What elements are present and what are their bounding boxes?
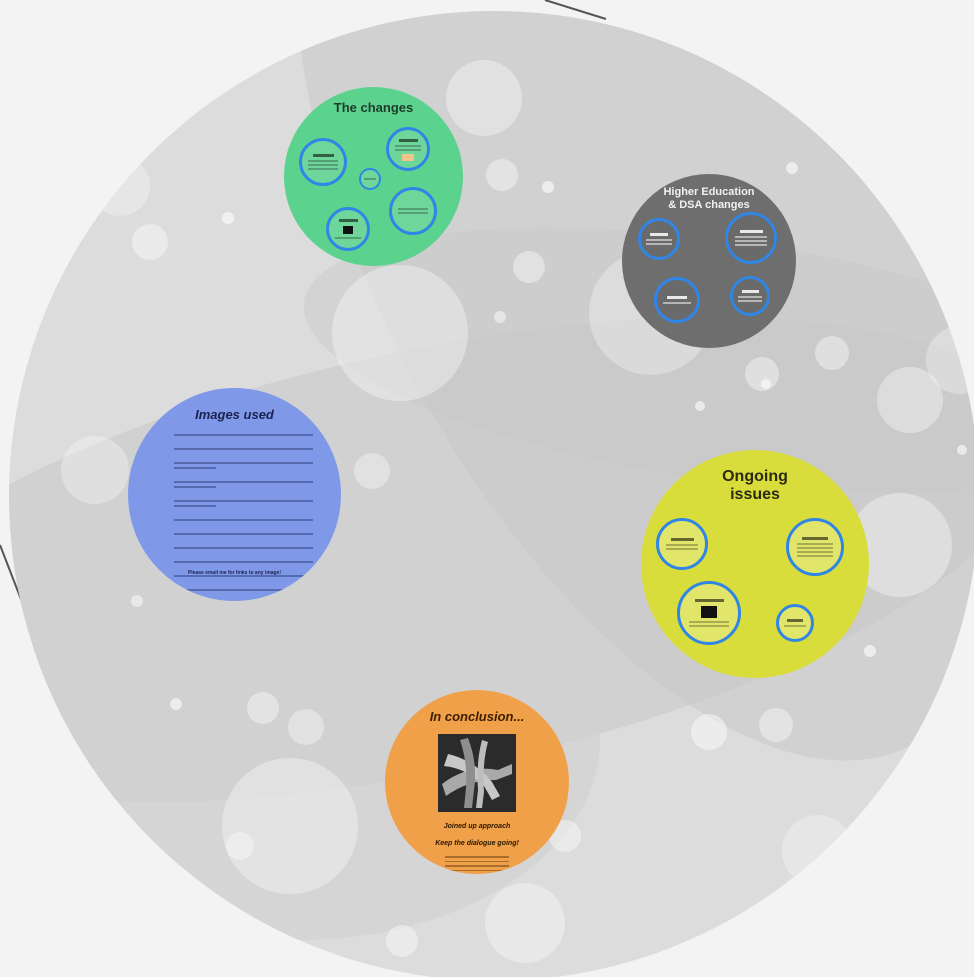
subframe[interactable] [638, 218, 680, 260]
topic-title-line1: Ongoing [722, 468, 788, 485]
topic-images-used[interactable]: Images used Please email me for links to… [128, 388, 341, 601]
topic-title: Images used [195, 407, 274, 422]
subframe[interactable] [725, 212, 777, 264]
subframe[interactable] [386, 127, 430, 171]
subframe[interactable] [656, 518, 708, 570]
topic-higher-education-dsa[interactable]: Higher Education & DSA changes [622, 174, 796, 348]
topic-title: The changes [333, 100, 414, 115]
tagline-joined-up: Joined up approach [443, 823, 511, 830]
subframe[interactable] [359, 168, 381, 190]
small-text-block [445, 853, 509, 874]
topic-title: Higher Education & DSA changes [622, 186, 796, 211]
subframe[interactable] [326, 207, 370, 251]
topic-title: In conclusion... [429, 709, 525, 724]
image-reference-list [174, 434, 313, 601]
subframe[interactable] [389, 187, 437, 235]
subframe[interactable] [730, 276, 770, 316]
topic-in-conclusion[interactable]: In conclusion... Joined up approach Keep… [385, 690, 569, 874]
subframe[interactable] [677, 581, 741, 645]
topic-title-line2: & DSA changes [668, 198, 750, 211]
topic-title-line1: Higher Education [663, 186, 755, 198]
subframe[interactable] [654, 277, 700, 323]
linked-arms-photo [438, 734, 516, 812]
email-note: Please email me for links to any image! [187, 570, 282, 576]
topic-the-changes[interactable]: The changes [284, 87, 463, 266]
subframe[interactable] [776, 604, 814, 642]
tagline-dialogue: Keep the dialogue going! [435, 840, 519, 847]
subframe[interactable] [299, 138, 347, 186]
topic-title: Ongoing issues [641, 468, 869, 505]
path-connector [544, 0, 607, 20]
topic-ongoing-issues[interactable]: Ongoing issues [641, 450, 869, 678]
subframe[interactable] [786, 518, 844, 576]
topic-title-line2: issues [730, 486, 780, 504]
